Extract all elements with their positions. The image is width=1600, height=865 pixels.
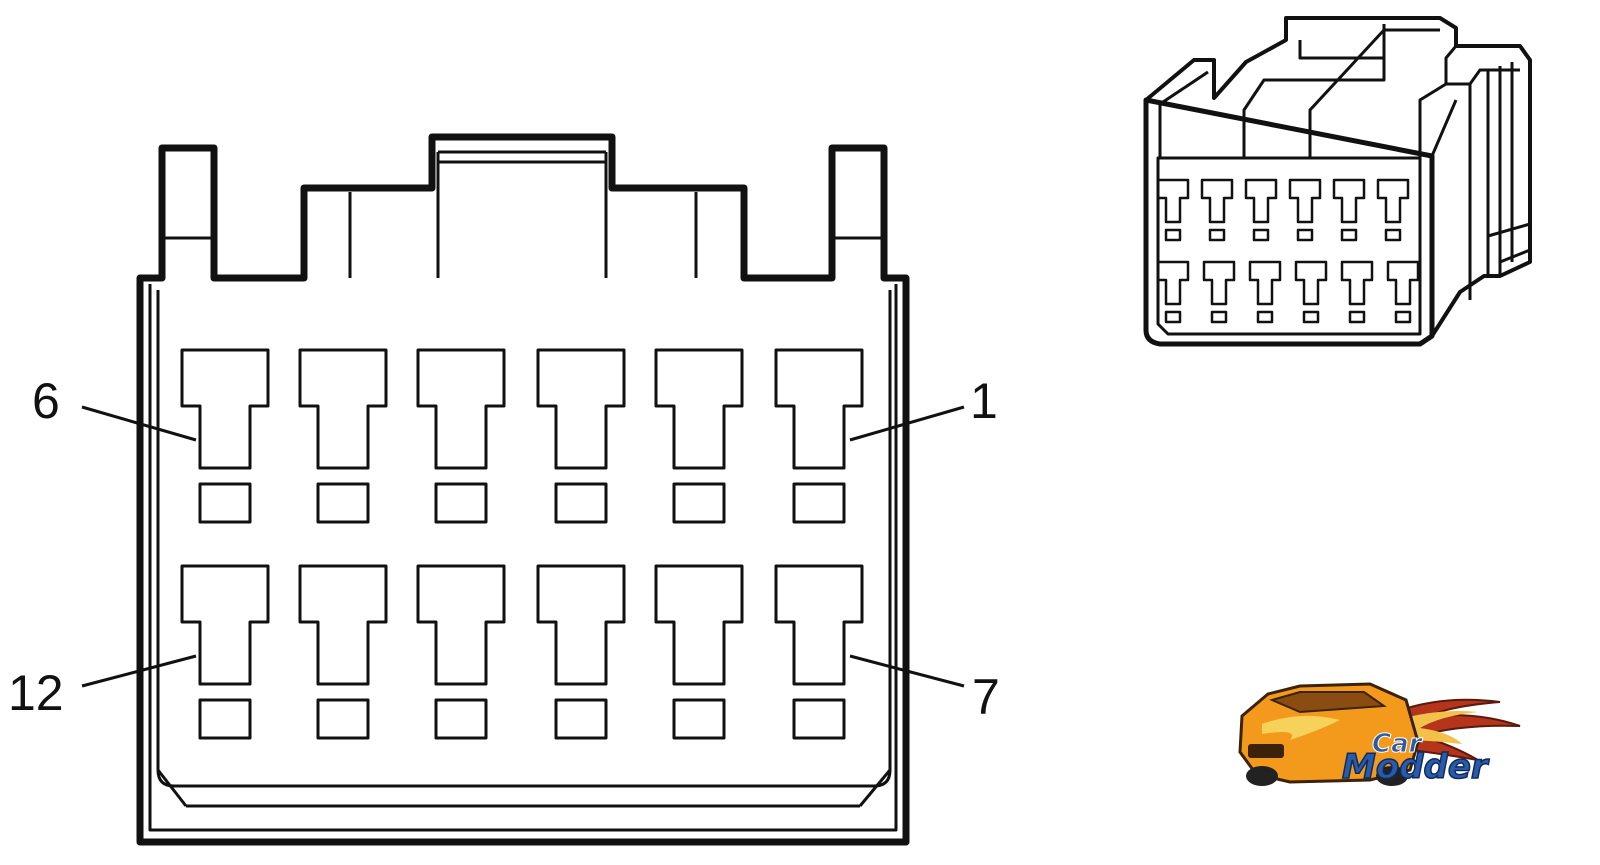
logo-car-wheel-front	[1246, 766, 1278, 786]
iso-top-details	[1158, 24, 1531, 300]
pin-cavity-grid	[180, 348, 864, 740]
iso-pin-cavity	[1332, 178, 1366, 242]
housing-outline	[136, 133, 910, 846]
iso-pin-cavity	[1200, 178, 1234, 242]
pin-cavity	[298, 564, 388, 740]
iso-top-surface	[1144, 16, 1532, 338]
logo-car-hood-flame	[1262, 715, 1340, 740]
iso-pin-cavity	[1340, 260, 1374, 324]
pin-cavity	[416, 348, 506, 524]
pin-cavity	[774, 348, 864, 524]
lower-rim-right	[858, 769, 892, 807]
pin-cavity	[180, 564, 270, 740]
iso-front-panel	[1156, 156, 1422, 336]
iso-pin-cavity	[1288, 178, 1322, 242]
connector-isometric-view	[1143, 16, 1532, 347]
leader-line-pin-1	[849, 405, 965, 442]
pin-label-12: 12	[8, 665, 64, 721]
leader-line-pin-7	[849, 654, 965, 688]
inner-face-rim	[156, 290, 892, 788]
iso-pin-cavity	[1156, 260, 1190, 324]
pin-cavity	[416, 564, 506, 740]
pin-label-7: 7	[972, 669, 1000, 725]
pin-cavity	[774, 564, 864, 740]
pin-cavity	[180, 348, 270, 524]
iso-pin-cavity	[1248, 260, 1282, 324]
pin-cavity	[298, 348, 388, 524]
leader-line-pin-6	[81, 405, 197, 442]
logo-text-modder: Modder	[1342, 747, 1490, 787]
pin-cavity	[536, 348, 626, 524]
pin-cavity	[654, 564, 744, 740]
pin-cavity	[654, 348, 744, 524]
iso-pin-cavity	[1386, 260, 1420, 324]
inner-frame-outline	[148, 284, 898, 832]
pin-label-6: 6	[32, 373, 60, 429]
connector-face-view	[81, 133, 965, 846]
iso-pin-cavity-grid	[1156, 178, 1420, 324]
iso-pin-cavity	[1244, 178, 1278, 242]
lower-rim-left	[156, 769, 188, 807]
lock-block	[348, 150, 698, 278]
iso-pin-cavity	[1376, 178, 1410, 242]
pin-cavity	[536, 564, 626, 740]
leader-lines	[81, 405, 965, 688]
iso-front-face	[1143, 97, 1435, 347]
iso-pin-cavity	[1294, 260, 1328, 324]
logo-car-wheel-rear	[1376, 766, 1408, 786]
logo-car-grille	[1248, 744, 1284, 758]
iso-pin-cavity	[1202, 260, 1236, 324]
car-modder-logo: Car Modder	[1238, 682, 1521, 788]
leader-line-pin-12	[81, 654, 197, 688]
iso-pin-cavity	[1156, 178, 1190, 242]
logo-text-car: Car	[1372, 729, 1424, 759]
logo-car-windshield	[1269, 691, 1387, 714]
pin-label-1: 1	[970, 373, 998, 429]
